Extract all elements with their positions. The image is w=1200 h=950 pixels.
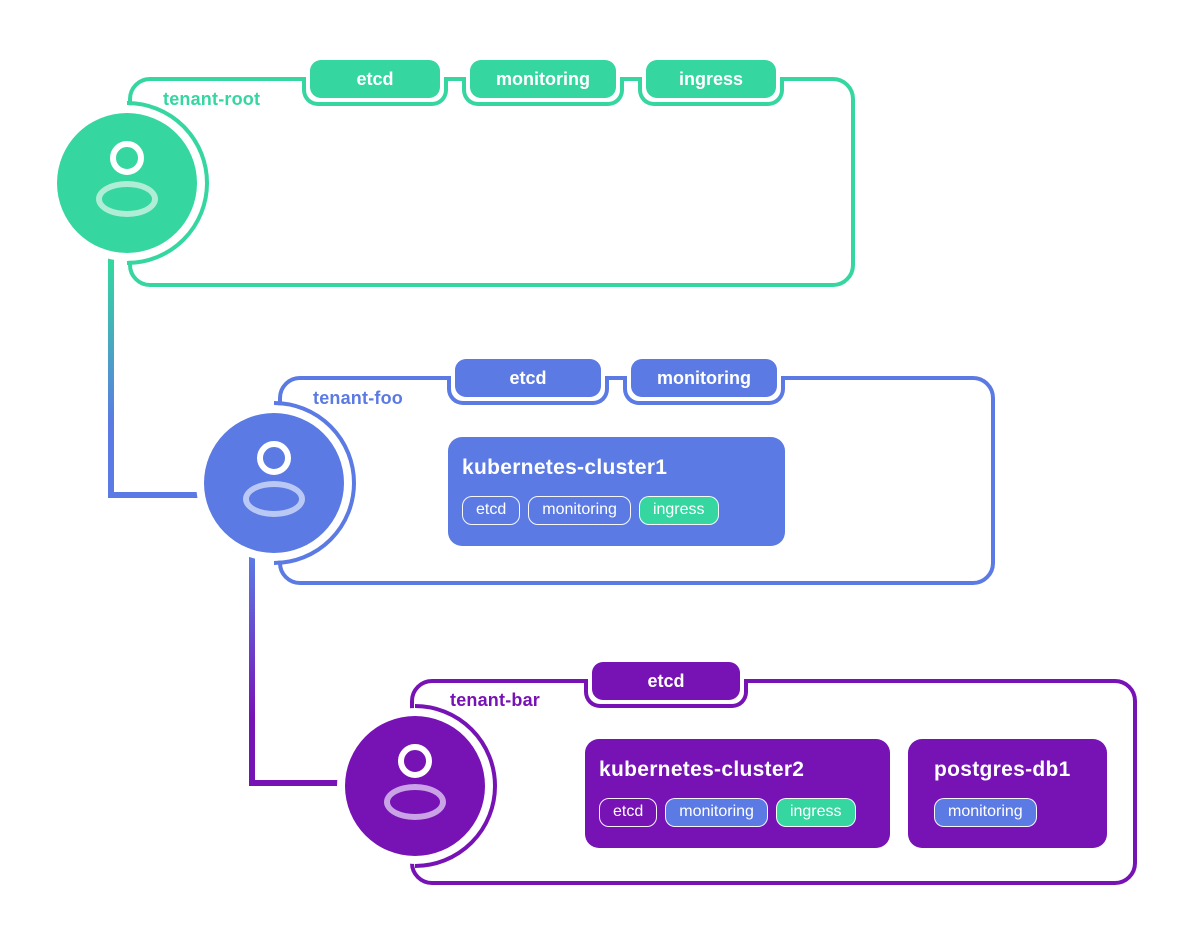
tenant-root-name-label: tenant-root [163,89,261,109]
tenant-root-boundary [128,77,855,287]
tag-etcd: etcd [584,662,748,708]
workload-box-postgres-db1: postgres-db1 monitoring [908,739,1107,848]
tenant-foo-boundary [278,376,995,585]
avatar-orbit-arc [415,696,507,876]
workload-pills-row: monitoring [934,798,1107,827]
tenant-foo-tags-row: etcd monitoring [447,359,785,405]
tenant-foo-name-label: tenant-foo [313,388,403,408]
tag-monitoring: monitoring [623,359,785,405]
connector-root-to-foo-horizontal [108,492,210,498]
workload-title: kubernetes-cluster1 [462,456,668,479]
tag-monitoring: monitoring [462,60,624,106]
tenant-bar-name-label: tenant-bar [450,690,541,710]
workload-box-kubernetes-cluster2: kubernetes-cluster2 etcd monitoring ingr… [585,739,890,848]
user-icon-head [110,141,144,175]
workload-title: kubernetes-cluster2 [599,758,805,781]
tag-ingress: ingress [637,60,784,106]
user-icon-body [384,784,446,820]
workload-pills-row: etcd monitoring ingress [599,798,890,827]
tenant-root-avatar [57,113,197,253]
user-icon-head [398,744,432,778]
pill-ingress: ingress [638,496,719,525]
tenant-bar-tags-row: etcd [584,662,748,708]
connector-root-to-foo-vertical [108,200,114,498]
tag-etcd: etcd [302,60,448,106]
workload-title: postgres-db1 [934,758,1071,781]
user-icon-head [257,441,291,475]
connector-foo-to-bar-horizontal [249,780,352,786]
tag-etcd: etcd [447,359,609,405]
avatar-orbit-arc [127,93,219,273]
pill-monitoring: monitoring [528,496,631,525]
pill-etcd: etcd [599,798,658,827]
connector-foo-to-bar-vertical [249,483,255,786]
workload-pills-row: etcd monitoring ingress [462,496,785,525]
pill-etcd: etcd [462,496,521,525]
tenant-root-tags-row: etcd monitoring ingress [302,60,784,106]
user-icon-body [96,181,158,217]
tenant-bar-boundary [410,679,1137,885]
tenant-bar-avatar [345,716,485,856]
pill-monitoring: monitoring [665,798,768,827]
pill-monitoring: monitoring [934,798,1037,827]
pill-ingress: ingress [775,798,856,827]
tenant-foo-avatar [204,413,344,553]
avatar-orbit-arc [274,393,366,573]
workload-box-kubernetes-cluster1: kubernetes-cluster1 etcd monitoring ingr… [448,437,785,546]
